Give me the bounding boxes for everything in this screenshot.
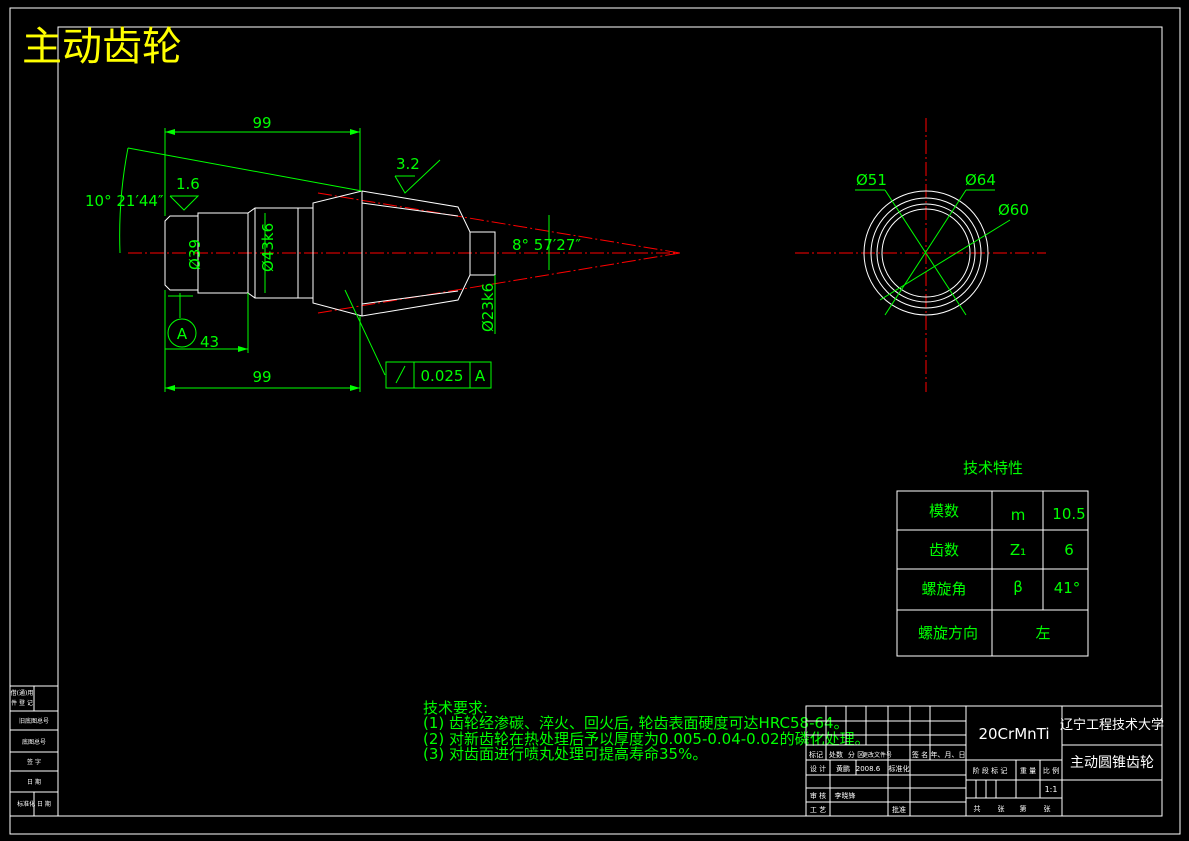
runout-arrow-icon <box>395 365 406 384</box>
tb-header-cell: 签 名 <box>912 750 928 759</box>
side-cell-2: 旧底图总号 <box>19 717 49 725</box>
gear-end-view: Ø51 Ø64 Ø60 <box>795 118 1046 392</box>
tech-note-line: (2) 对新齿轮在热处理后予以厚度为0.005-0.04-0.02的磷化处理。 <box>423 730 870 748</box>
runout-frame <box>385 361 492 389</box>
tb-stage-label: 比 例 <box>1043 766 1059 775</box>
side-cell-5: 日 期 <box>27 778 41 786</box>
tb-standard: 标准化 <box>889 764 910 773</box>
side-cell-0: 借(通)用 <box>11 689 34 697</box>
outer-border <box>9 7 1181 835</box>
tb-part-name: 主动圆锥齿轮 <box>1070 755 1154 771</box>
tb-approve-label: 批准 <box>892 805 906 814</box>
tb-checker: 李晓锋 <box>835 791 856 800</box>
spec-row-name: 螺旋方向 <box>918 624 978 642</box>
runout-datum: A <box>475 367 486 385</box>
tb-sheet-label: 共 <box>974 804 981 813</box>
dim-shoulder-length: 43 <box>200 333 219 351</box>
tb-sheet-label: 张 <box>1044 804 1051 813</box>
dim-dia-60: Ø60 <box>998 201 1029 219</box>
datum-a-label: A <box>177 325 188 343</box>
dim-tip-angle: 8° 57′27″ <box>512 236 581 254</box>
spec-table: 技术特性 模数 m 10.5 齿数 Z₁ 6 螺旋角 β 41° 螺旋方向 左 <box>896 459 1089 657</box>
tb-material: 20CrMnTi <box>978 725 1049 743</box>
dim-bottom-length: 99 <box>252 368 271 386</box>
tb-header-cell: 分 区 <box>848 750 864 759</box>
dim-dia-43k6: Ø43k6 <box>259 223 277 272</box>
tb-scale: 1:1 <box>1045 785 1058 794</box>
datum-a-symbol <box>167 318 197 348</box>
side-strip: 借(通)用 件 登 记 旧底图总号 底图总号 签 字 日 期 标准化 日 期 <box>9 685 59 817</box>
spec-row-name: 螺旋角 <box>921 580 966 598</box>
tb-header-cell: 处数 <box>829 750 843 759</box>
tb-process-label: 工 艺 <box>810 806 826 814</box>
tech-notes: 技术要求: (1) 齿轮经渗碳、淬火、回火后, 轮齿表面硬度可达HRC58-64… <box>423 699 870 763</box>
tb-header-cell: 更改文件号 <box>862 751 892 759</box>
dim-dia-23k6: Ø23k6 <box>479 283 497 332</box>
spec-row-value: 6 <box>1064 541 1074 559</box>
side-cell-3: 底图总号 <box>22 738 46 746</box>
spec-row-symbol: β <box>1013 578 1023 596</box>
tb-check-label: 审 核 <box>810 791 826 800</box>
side-cell-6: 标准化 日 期 <box>17 800 51 808</box>
spec-row-name: 模数 <box>929 502 959 520</box>
spec-table-title: 技术特性 <box>963 459 1023 477</box>
side-cell-4: 签 字 <box>27 758 41 766</box>
spec-row-value: 左 <box>1035 624 1050 642</box>
spec-row-value: 10.5 <box>1052 505 1085 523</box>
spec-row-name: 齿数 <box>929 541 959 559</box>
dim-dia-51: Ø51 <box>856 171 887 189</box>
tech-notes-title: 技术要求: <box>423 699 488 717</box>
tb-stage-label: 阶 段 标 记 <box>973 766 1008 775</box>
tb-header-cell: 标记 <box>809 750 823 759</box>
tb-stage-label: 重 量 <box>1020 767 1036 775</box>
tb-school: 辽宁工程技术大学 <box>1060 717 1164 733</box>
tb-header-cell: 年、月、日 <box>931 750 966 759</box>
spec-row-symbol: m <box>1011 506 1026 524</box>
inner-frame <box>57 26 1163 817</box>
runout-value: 0.025 <box>421 367 464 385</box>
side-cell-1: 件 登 记 <box>11 699 33 707</box>
tb-sheet-label: 第 <box>1020 804 1027 813</box>
tb-designer-label: 设 计 <box>810 764 826 773</box>
shaft-front-view: 99 10° 21′44″ 1.6 3.2 Ø39 Ø43k6 Ø23k6 8°… <box>85 114 681 392</box>
roughness-1-6: 1.6 <box>176 175 200 193</box>
dim-top-length: 99 <box>252 114 271 132</box>
drawing-title: 主动齿轮 <box>22 24 182 70</box>
dim-cone-angle: 10° 21′44″ <box>85 192 164 210</box>
tb-date: 2008.6 <box>856 765 881 773</box>
roughness-3-2: 3.2 <box>396 155 420 173</box>
tech-note-line: (3) 对齿面进行喷丸处理可提高寿命35%。 <box>423 745 707 763</box>
spec-row-value: 41° <box>1054 579 1081 597</box>
pitch-cone-line-top <box>317 192 681 254</box>
tech-note-line: (1) 齿轮经渗碳、淬火、回火后, 轮齿表面硬度可达HRC58-64。 <box>423 714 849 732</box>
pitch-cone-line-bottom <box>317 252 681 314</box>
spec-row-symbol: Z₁ <box>1010 541 1026 559</box>
tb-designer: 黄鹏 <box>836 764 850 773</box>
tb-sheet-label: 张 <box>998 804 1005 813</box>
title-block: 标记 处数 分 区 更改文件号 签 名 年、月、日 设 计 黄鹏 2008.6 … <box>805 705 1164 817</box>
dim-dia-39: Ø39 <box>186 239 204 270</box>
dim-dia-64: Ø64 <box>965 171 996 189</box>
